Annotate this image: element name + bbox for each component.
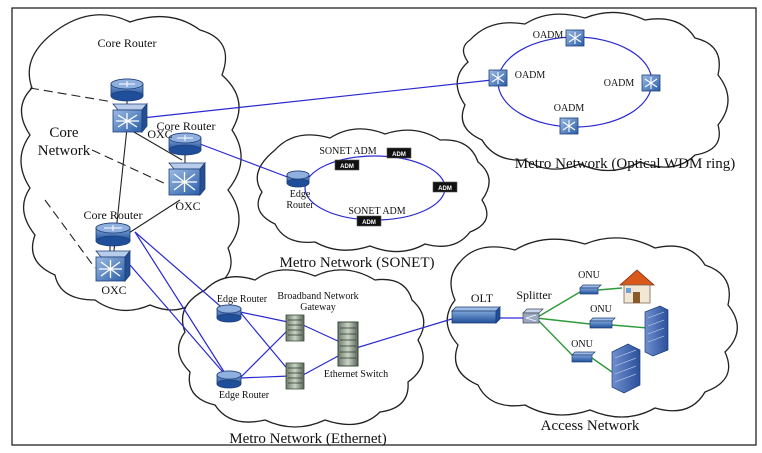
link-edge2-gateway2 <box>239 375 291 379</box>
oxc-2-label: OXC <box>175 199 200 213</box>
sonet-adm-4: ADM <box>356 215 382 227</box>
broadband-gateway-2 <box>285 362 305 390</box>
oxc-1-label: OXC <box>147 127 172 141</box>
ethernet-switch <box>337 321 359 367</box>
link-core-to-ethernet-2 <box>134 231 229 379</box>
olt-device <box>451 306 501 324</box>
sonet-edge-router-label-line2: Router <box>286 200 314 211</box>
core-network-title-line2: Network <box>38 143 91 159</box>
fiber-onu3-building <box>591 357 613 373</box>
core-router-2 <box>168 132 202 156</box>
oadm-bottom-label: OADM <box>554 103 585 114</box>
oxc-1 <box>112 102 148 134</box>
sonet-adm-3: ADM <box>432 181 458 193</box>
onu-2-label: ONU <box>590 304 612 315</box>
svg-text:ADM: ADM <box>438 186 452 192</box>
onu-1-label: ONU <box>578 270 600 281</box>
splitter-label: Splitter <box>516 288 551 302</box>
oadm-top-label: OADM <box>533 30 564 41</box>
splitter-device <box>522 308 544 324</box>
diagram-frame <box>11 7 757 446</box>
ethernet-title: Metro Network (Ethernet) <box>229 431 386 447</box>
dashed-link-1 <box>29 87 114 103</box>
link-edge1-gateway2 <box>239 311 291 373</box>
link-oxc-to-ethernet <box>129 264 229 379</box>
sonet-cloud <box>256 128 490 253</box>
ethernet-edge-router-2-label: Edge Router <box>219 390 270 401</box>
oadm-right <box>641 74 661 92</box>
ethernet-switch-label: Ethernet Switch <box>324 369 388 380</box>
onu-2 <box>589 317 616 329</box>
core-network-title-line1: Core <box>49 125 79 141</box>
core-router-2-label: Core Router <box>157 119 216 133</box>
broadband-gateway-1 <box>285 314 305 342</box>
onu-3 <box>571 351 596 363</box>
svg-text:ADM: ADM <box>340 164 354 170</box>
core-router-1-label: Core Router <box>98 36 157 50</box>
sonet-adm-bottom-label: SONET ADM <box>348 206 405 217</box>
building-icon-1 <box>644 305 669 357</box>
ethernet-edge-router-2 <box>216 370 242 389</box>
ethernet-edge-router-1-label: Edge Router <box>217 294 268 305</box>
access-network-title: Access Network <box>541 418 640 434</box>
link-edge2-gateway1 <box>239 329 289 379</box>
svg-text:ADM: ADM <box>392 152 406 158</box>
sonet-adm-1: ADM <box>334 159 360 171</box>
sonet-edge-router <box>286 170 310 188</box>
building-icon-2 <box>611 343 641 394</box>
gateway-label-line2: Gateway <box>300 302 336 313</box>
sonet-adm-top-label: SONET ADM <box>319 146 376 157</box>
oadm-top <box>565 29 585 47</box>
oadm-bottom <box>559 117 579 135</box>
link-gateway1-switch <box>302 324 341 343</box>
oxc-3 <box>95 249 131 283</box>
dashed-link-3 <box>44 199 96 269</box>
link-gateway2-switch <box>302 354 341 376</box>
core-router-3-label: Core Router <box>84 208 143 222</box>
oadm-left-label: OADM <box>515 70 546 81</box>
core-router-1 <box>110 78 144 102</box>
ethernet-edge-router-1 <box>216 304 242 323</box>
oadm-right-label: OADM <box>604 78 635 89</box>
house-icon <box>618 269 656 304</box>
fiber-onu1-house <box>597 287 623 291</box>
onu-1 <box>579 284 602 295</box>
fiber-to-onu-3 <box>535 317 576 359</box>
sonet-edge-router-label-line1: Edge <box>290 189 311 200</box>
link-core-to-ethernet-1 <box>134 231 228 313</box>
sonet-title: Metro Network (SONET) <box>280 255 435 271</box>
oxc-3-label: OXC <box>101 283 126 297</box>
fiber-to-onu-2 <box>535 317 591 325</box>
onu-3-label: ONU <box>571 339 593 350</box>
core-link-2 <box>126 127 183 161</box>
oxc-2 <box>168 161 206 197</box>
oadm-left <box>488 69 508 87</box>
svg-text:ADM: ADM <box>362 220 376 226</box>
link-oxc-to-wdm <box>141 79 493 119</box>
gateway-label-line1: Broadband Network <box>277 291 358 302</box>
link-switch-olt <box>355 317 456 349</box>
link-core-to-sonet <box>199 143 291 179</box>
olt-label: OLT <box>471 291 494 305</box>
core-router-3 <box>95 222 131 247</box>
link-edge1-gateway1 <box>239 311 289 323</box>
fiber-to-onu-1 <box>535 291 581 319</box>
sonet-adm-2: ADM <box>386 147 412 159</box>
fiber-onu2-building <box>611 324 649 329</box>
wdm-ring-title: Metro Network (Optical WDM ring) <box>515 156 736 172</box>
wdm-ring-cloud <box>456 11 729 172</box>
